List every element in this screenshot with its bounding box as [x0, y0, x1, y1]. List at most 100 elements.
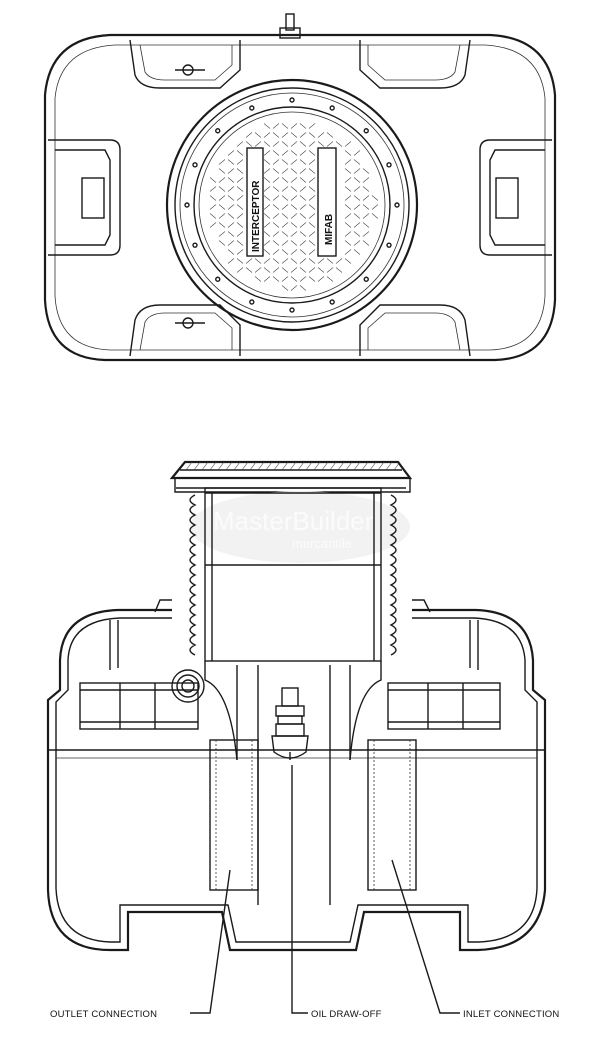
ring-bolt: [386, 242, 392, 248]
diamond-plate-pattern: [209, 123, 379, 291]
lid-slot: [353, 204, 361, 210]
lid-slot: [236, 258, 244, 264]
lid-slot: [254, 276, 262, 282]
lid-slot: [308, 240, 316, 246]
frame-hatch-line: [265, 461, 273, 471]
lid-slot: [344, 168, 352, 174]
tank-outline-top: [43, 33, 557, 362]
lid-slot: [263, 258, 271, 264]
ring-bolt: [394, 202, 400, 208]
lid-slot: [308, 123, 316, 129]
lid-slot: [344, 213, 352, 219]
oil-draw-off-label: OIL DRAW-OFF: [311, 1009, 382, 1020]
lid-slot: [362, 222, 370, 228]
lid-slot: [353, 240, 361, 246]
lid-slot: [353, 168, 361, 174]
lid-slot: [290, 213, 298, 219]
lid-slot: [308, 258, 316, 264]
lid-slot: [353, 195, 361, 201]
lid-slot: [290, 249, 298, 255]
lid-slot: [290, 186, 298, 192]
lid-slot: [299, 249, 307, 255]
lid-slot: [281, 132, 289, 138]
lid-slot: [272, 132, 280, 138]
lid-slot: [353, 159, 361, 165]
ring-bolt: [192, 242, 198, 248]
lid-slot: [272, 123, 280, 129]
lid-slot: [272, 213, 280, 219]
lid-slot: [362, 240, 370, 246]
lid-slot: [371, 213, 379, 219]
lid-slot: [263, 177, 271, 183]
lid-slot: [272, 150, 280, 156]
lid-slot: [353, 213, 361, 219]
lid-slot: [281, 141, 289, 147]
lid-slot: [290, 123, 298, 129]
lid-slot: [263, 186, 271, 192]
lid-slot: [299, 258, 307, 264]
lid-slot: [227, 204, 235, 210]
lid-slot: [299, 177, 307, 183]
lid-slot: [317, 276, 325, 282]
lid-slot: [227, 177, 235, 183]
lid-slot: [326, 276, 334, 282]
lid-slot: [281, 276, 289, 282]
bellows-right: [389, 494, 397, 656]
lid-slot: [290, 168, 298, 174]
frame-hatch-line: [297, 461, 305, 471]
frame-hatch-line: [225, 461, 233, 471]
lid-slot: [290, 141, 298, 147]
frame-hatch-line: [257, 461, 265, 471]
frame-hatch-line: [393, 461, 401, 471]
lid-slot: [272, 240, 280, 246]
lid-slot: [236, 141, 244, 147]
lid-slot: [272, 258, 280, 264]
lid-slot: [218, 177, 226, 183]
lid-slot: [308, 168, 316, 174]
watermark-logo-main: MasterBuilder: [213, 506, 374, 536]
lid-slot: [281, 159, 289, 165]
lid-slot: [263, 141, 271, 147]
lid-slot: [227, 195, 235, 201]
lid-slot: [263, 249, 271, 255]
lid-slot: [290, 285, 298, 291]
frame-hatch-line: [193, 461, 201, 471]
lid-slot: [218, 240, 226, 246]
frame-hatch-line: [209, 461, 217, 471]
lid-slot: [272, 186, 280, 192]
frame-hatch-line: [201, 461, 209, 471]
lid-slot: [362, 204, 370, 210]
lid-slot: [344, 177, 352, 183]
lid-slot: [281, 213, 289, 219]
lid-slot: [227, 213, 235, 219]
lid-slot: [227, 186, 235, 192]
lid-slot: [281, 177, 289, 183]
ring-bolt: [249, 299, 255, 305]
lid-slot: [308, 204, 316, 210]
lid-slot: [209, 213, 217, 219]
lid-slot: [281, 195, 289, 201]
lid-slot: [236, 177, 244, 183]
tank-body-section: [46, 599, 547, 952]
lid-slot: [344, 159, 352, 165]
lid-slot: [281, 204, 289, 210]
side-handles: [48, 139, 552, 256]
lid-slot: [299, 159, 307, 165]
lid-slot: [227, 231, 235, 237]
ring-bolt: [329, 299, 335, 305]
lid-slot: [362, 186, 370, 192]
lid-slot: [290, 267, 298, 273]
lid-slot: [353, 186, 361, 192]
outlet-dip-pipe: [209, 739, 259, 891]
lid-slot: [335, 258, 343, 264]
ring-bolt: [184, 202, 190, 208]
lid-slot: [254, 267, 262, 273]
lid-slot: [299, 231, 307, 237]
lid-slot: [218, 159, 226, 165]
lid-slot: [308, 186, 316, 192]
lid-slot: [344, 240, 352, 246]
bellows-left: [189, 494, 197, 656]
lid-slot: [317, 132, 325, 138]
frame-hatch-line: [289, 461, 297, 471]
